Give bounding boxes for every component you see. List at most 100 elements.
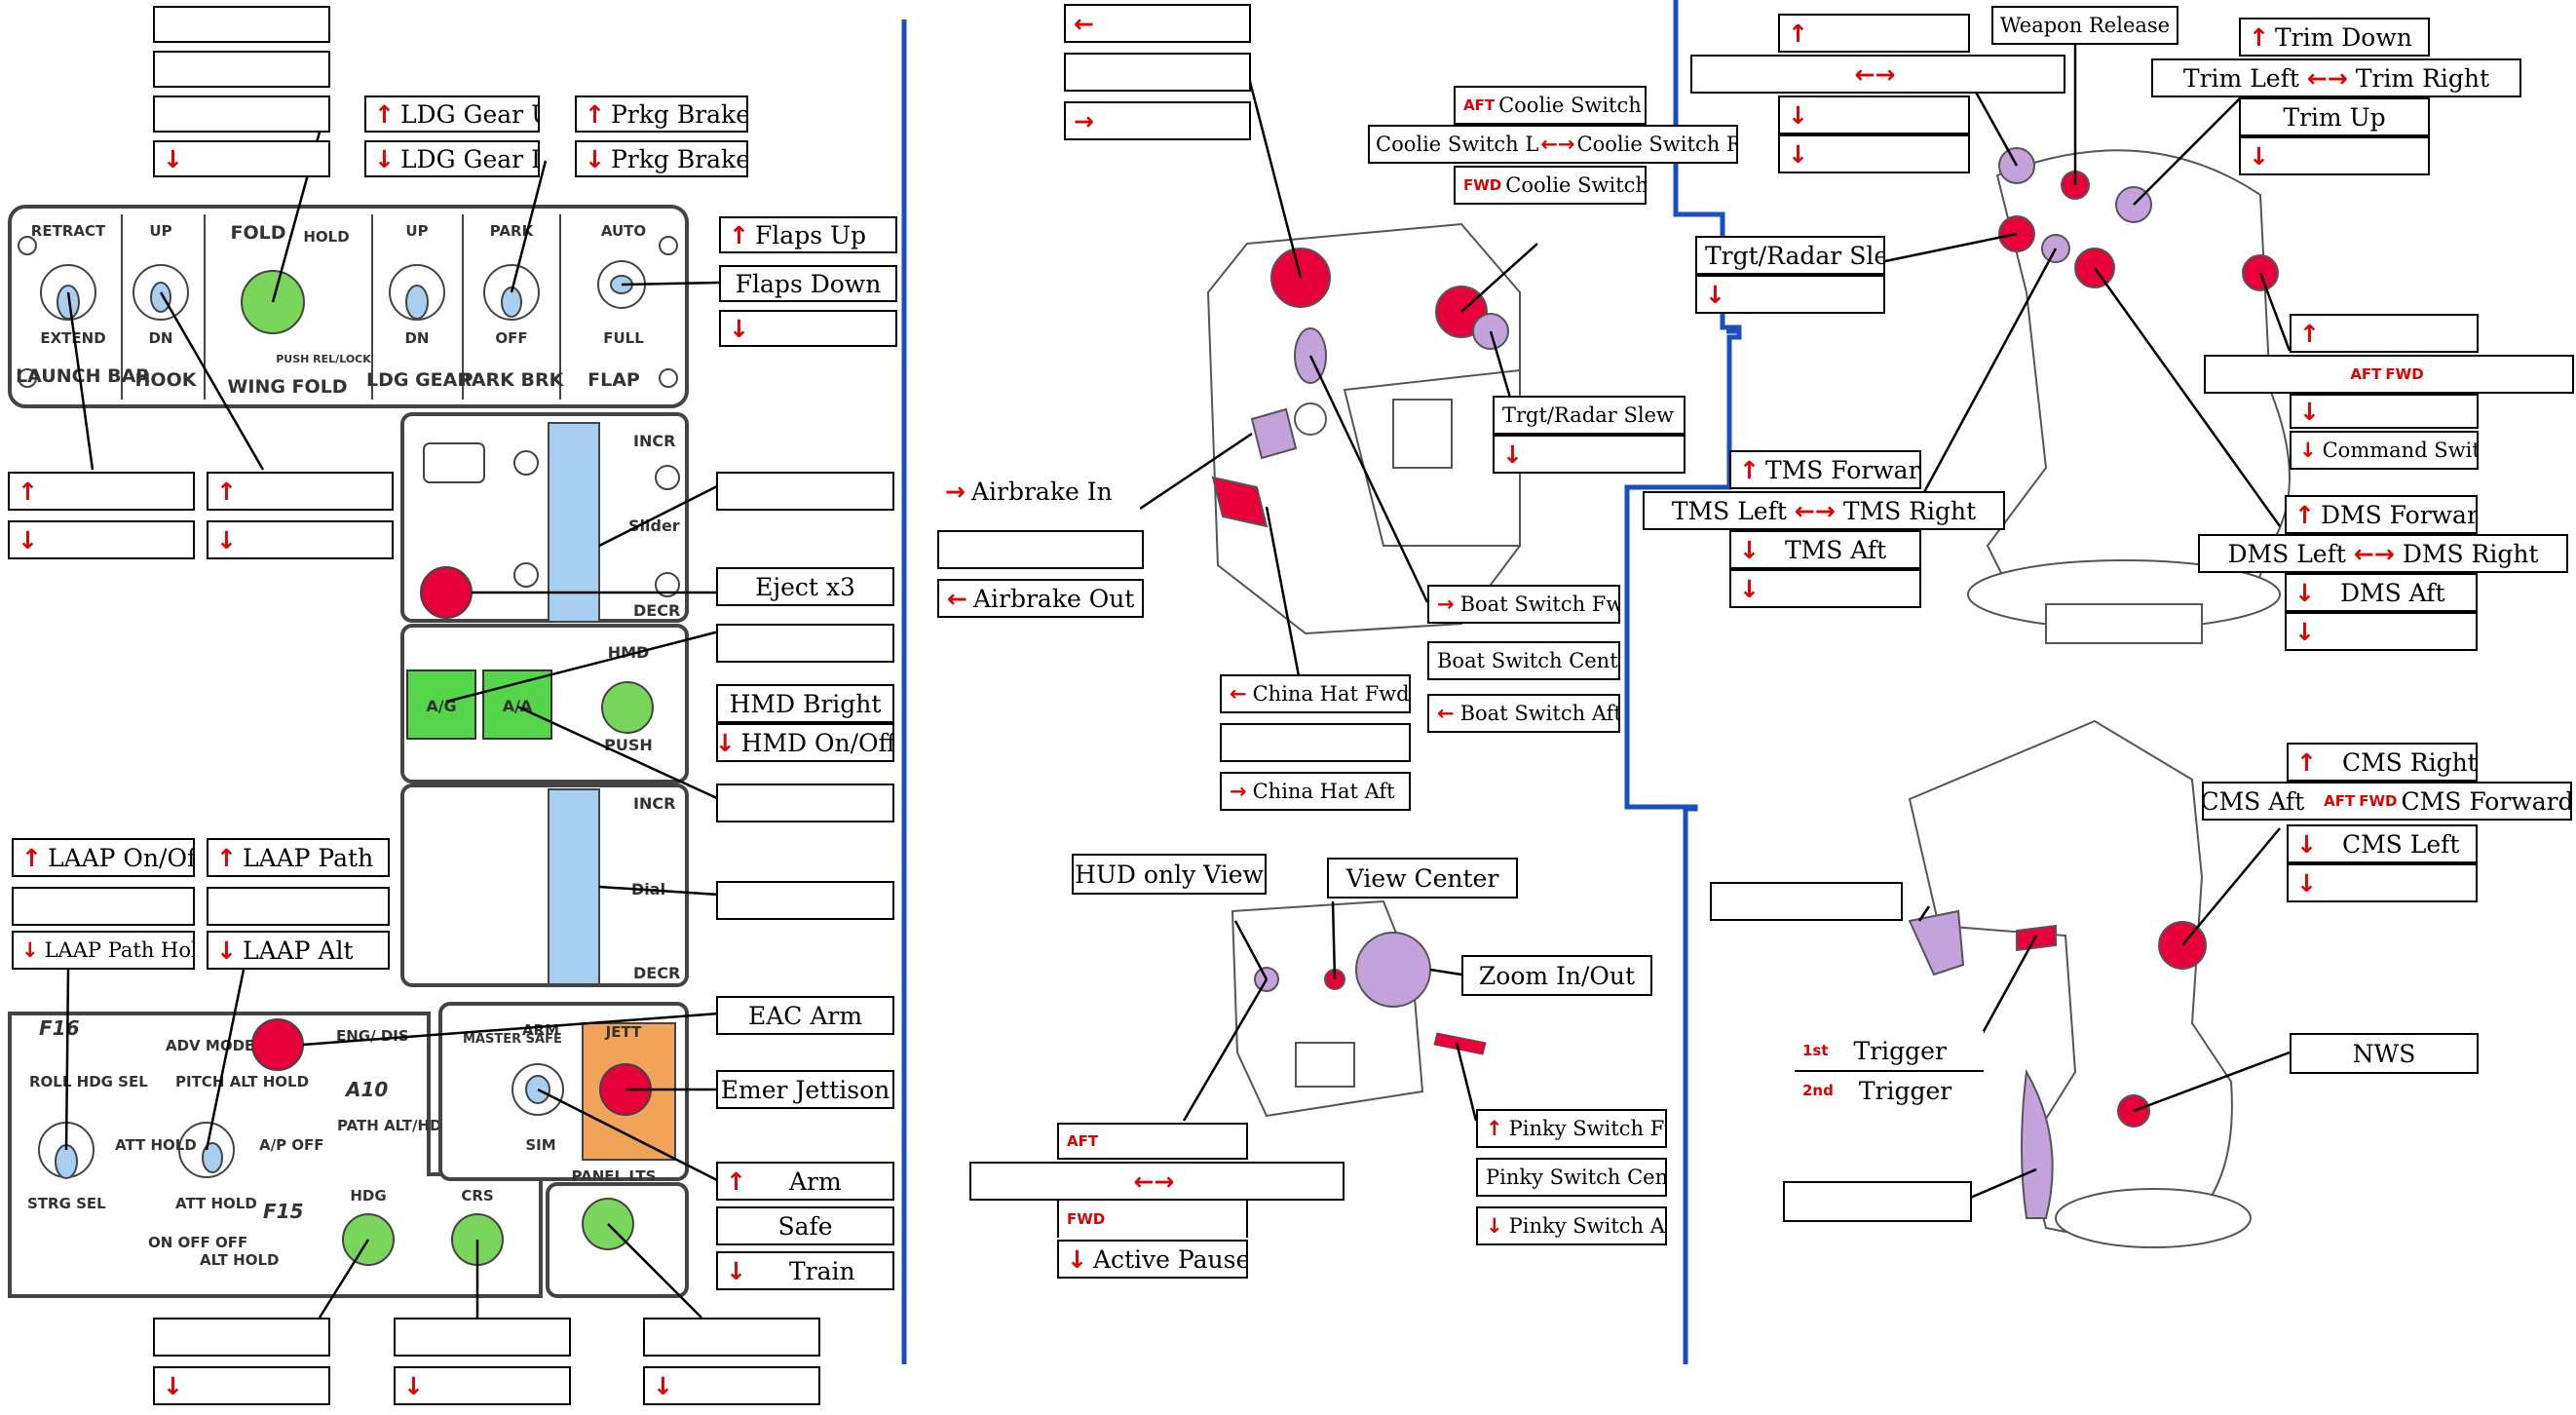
down-arrow-icon: ↓	[585, 144, 605, 173]
aft-tag: AFT	[2350, 364, 2382, 383]
up-arrow-icon: ↑	[2294, 500, 2315, 529]
blank-box	[716, 881, 894, 920]
aft-tag: AFT	[2324, 791, 2356, 810]
right-arrow-icon: →	[1230, 779, 1247, 803]
sim-text: SIM	[525, 1136, 555, 1154]
panel-lts-text: PANEL LTS	[572, 1167, 657, 1185]
blank-box	[1220, 723, 1411, 762]
blank-box: ↓	[207, 520, 394, 559]
strg-sel-text: STRG SEL	[27, 1195, 106, 1212]
up-arrow-icon: ↑	[729, 220, 749, 249]
blank-box	[12, 887, 195, 926]
aft-tag: AFT	[1463, 96, 1496, 114]
down-arrow-icon: ↓	[2296, 829, 2317, 859]
adv-mode-text: ADV MODE	[166, 1037, 254, 1054]
ldg-up-text: UP	[405, 222, 428, 240]
blank-box: AFT	[1057, 1123, 1248, 1160]
blank-box: ↓	[1695, 275, 1885, 314]
down-arrow-icon: ↓	[2299, 438, 2317, 462]
dial-decr-text: DECR	[633, 964, 680, 982]
down-arrow-icon: ↓	[729, 314, 749, 343]
hmd-push-text: PUSH	[604, 736, 653, 754]
hud-only-view-label: HUD only View	[1072, 854, 1267, 895]
launch-bar-text: LAUNCH BAR	[16, 365, 150, 387]
blank-box	[716, 624, 894, 663]
down-arrow-icon: ↓	[21, 937, 39, 962]
nws-label: NWS	[2290, 1033, 2479, 1074]
master-safe-text: MASTER SAFE	[463, 1032, 562, 1047]
divider-right	[1624, 0, 1742, 1364]
laap-alt-label: ↓LAAP Alt	[207, 931, 390, 970]
up-arrow-icon: ↑	[18, 477, 38, 506]
blank-box: →	[1064, 101, 1251, 140]
up-arrow-icon: ↑	[1788, 19, 1808, 48]
leader-lines	[64, 39, 2292, 1319]
left-arrow-icon: ←	[1230, 681, 1247, 706]
blank-box	[937, 530, 1144, 569]
blank-box: ↓	[2290, 394, 2479, 429]
a10-text: A10	[344, 1078, 388, 1101]
blank-box: ↓	[1778, 96, 1970, 134]
left-right-arrow-icon: ←→	[2353, 539, 2395, 568]
blank-box: ←→	[1690, 55, 2065, 94]
joystick-lower-drawing	[1908, 719, 2252, 1249]
blank-box	[716, 472, 894, 511]
zoom-label: Zoom In/Out	[1461, 955, 1652, 996]
blank-box: ↑	[1778, 14, 1970, 53]
blank-box: ↓	[719, 310, 897, 347]
ldg-dn-text: DN	[404, 329, 429, 347]
dms-lr-label: DMS Left←→DMS Right	[2198, 534, 2568, 573]
blank-box	[207, 887, 390, 926]
first-stage-tag: 1st	[1802, 1041, 1829, 1059]
right-arrow-icon: →	[945, 477, 966, 506]
ldg-gear-up-label: ↑LDG Gear Up	[364, 96, 540, 133]
hook-up-text: UP	[149, 222, 171, 240]
retract-text: RETRACT	[31, 222, 106, 240]
blank-box: ↓	[643, 1366, 820, 1405]
jett-text: JETT	[605, 1023, 642, 1041]
up-arrow-icon: ↑	[21, 843, 42, 872]
slider-decr-text: DECR	[633, 601, 680, 620]
flaps-down-label: Flaps Down	[719, 265, 897, 302]
left-right-arrow-icon: ←→	[1854, 59, 1896, 89]
hold-text: HOLD	[303, 228, 349, 246]
left-right-arrow-icon: ←→	[2306, 63, 2348, 93]
down-arrow-icon: ↓	[653, 1371, 673, 1400]
blank-box: ↓	[2239, 136, 2430, 175]
trim-lr-label: Trim Left←→Trim Right	[2151, 58, 2521, 97]
blank-box: ↓	[1778, 134, 1970, 173]
down-arrow-icon: ↓	[1739, 574, 1760, 603]
blank-box: ↓	[8, 520, 195, 559]
down-arrow-icon: ↓	[716, 728, 736, 757]
down-arrow-icon: ↓	[1486, 1213, 1503, 1238]
dial-incr-text: INCR	[633, 794, 675, 813]
down-arrow-icon: ↓	[1739, 535, 1760, 564]
right-arrow-icon: →	[1074, 106, 1094, 135]
down-arrow-icon: ↓	[163, 1371, 183, 1400]
left-right-arrow-icon: ←→	[1540, 132, 1575, 156]
train-label: ↓Train	[716, 1251, 894, 1290]
safe-label: Safe	[716, 1206, 894, 1245]
blank-box: ↑	[8, 472, 195, 511]
down-arrow-icon: ↓	[1502, 440, 1523, 469]
trgt-radar-slew-throttle-label: Trgt/Radar Slew	[1493, 396, 1686, 435]
up-arrow-icon: ↑	[1739, 455, 1760, 484]
up-arrow-icon: ↑	[726, 1166, 746, 1196]
ldg-gear-dn-label: ↓LDG Gear Dn	[364, 140, 540, 177]
up-arrow-icon: ↑	[2296, 747, 2317, 777]
right-arrow-icon: →	[1437, 592, 1455, 616]
laap-path-hold-label: ↓LAAP Path Hold	[12, 931, 195, 970]
boat-aft-label: ←Boat Switch Aft	[1427, 694, 1620, 733]
prkg-brake-on-label: ↑Prkg Brake On	[575, 96, 748, 133]
fold-text: FOLD	[230, 222, 285, 244]
tms-forward-label: ↑TMS Forward	[1729, 450, 1921, 489]
up-arrow-icon: ↑	[374, 99, 395, 129]
fwd-tag: FWD	[1067, 1209, 1106, 1228]
dms-forward-label: ↑DMS Forward	[2285, 495, 2478, 534]
down-arrow-icon: ↓	[2294, 578, 2315, 607]
